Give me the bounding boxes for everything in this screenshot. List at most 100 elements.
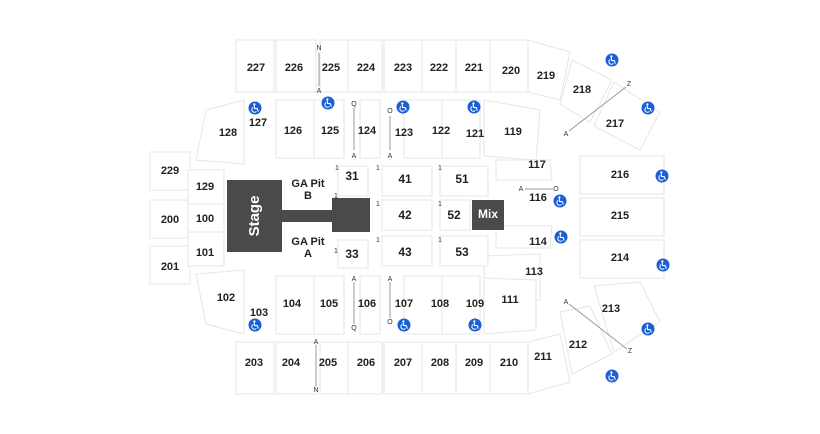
wheelchair-icon [641,322,655,336]
section-label[interactable]: 107 [395,298,413,310]
row-marker: 1 [438,201,442,208]
row-marker: 1 [376,201,380,208]
wheelchair-icon [396,100,410,114]
section-label[interactable]: 206 [357,357,375,369]
section-label[interactable]: 100 [196,213,214,225]
section-label[interactable]: 204 [282,357,301,369]
section-label[interactable]: 208 [431,357,449,369]
section-label[interactable]: 114 [529,236,548,248]
wheelchair-icon [656,258,670,272]
ga-pit-a-label-line1[interactable]: GA Pit [291,236,325,248]
section-label[interactable]: 214 [611,252,630,264]
row-marker: 1 [376,165,380,172]
section-label[interactable]: 52 [447,208,461,222]
aisle-lines [315,53,628,386]
section-label[interactable]: 207 [394,357,412,369]
section-label[interactable]: 217 [606,118,624,130]
section-label[interactable]: 229 [161,165,179,177]
section-label[interactable]: 205 [319,357,337,369]
section-label[interactable]: 216 [611,169,629,181]
section-label[interactable]: 209 [465,357,483,369]
row-marker: A [519,186,524,193]
row-marker: A [388,153,393,160]
section-label[interactable]: 225 [322,62,340,74]
section-label[interactable]: 103 [250,307,268,319]
section-label[interactable]: 106 [358,298,376,310]
wheelchair-icon [321,96,335,110]
section-label[interactable]: 201 [161,261,179,273]
row-marker: N [316,45,321,52]
row-marker: 1 [376,237,380,244]
row-marker: Q [351,101,357,108]
section-label[interactable]: 211 [534,351,552,363]
section-label[interactable]: 212 [569,339,587,351]
section-label[interactable]: 51 [455,172,469,186]
section-label[interactable]: 223 [394,62,412,74]
section-label[interactable]: 122 [432,125,450,137]
row-marker: 1 [334,193,338,200]
wheelchair-icon [605,369,619,383]
row-marker: 1 [438,165,442,172]
stage-runway [282,210,332,222]
section-label[interactable]: 102 [217,292,235,304]
section-label[interactable]: 129 [196,181,214,193]
section-label[interactable]: 31 [345,169,359,183]
ga-pits: GA Pit B GA Pit A [291,178,325,260]
row-markers: N A Q A O A Z A A O A Z A Q A O A N 1 1 … [313,45,632,394]
section-label[interactable]: 219 [537,70,555,82]
stage-block[interactable] [227,180,282,252]
section-label[interactable]: 220 [502,65,520,77]
section-label[interactable]: 126 [284,125,302,137]
wheelchair-icon [554,230,568,244]
section-labels: 227 226 225 224 223 222 221 220 219 218 … [161,62,630,369]
ga-pit-b-label-line1[interactable]: GA Pit [291,178,325,190]
row-marker: A [564,299,569,306]
section-label[interactable]: 124 [358,125,377,137]
section-label[interactable]: 111 [501,294,518,306]
section-label[interactable]: 33 [345,247,359,261]
section-label[interactable]: 41 [398,172,412,186]
section-label[interactable]: 42 [398,208,412,222]
mix-position[interactable] [472,200,504,230]
row-marker: N [313,387,318,394]
section-label[interactable]: 117 [528,159,546,171]
section-label[interactable]: 226 [285,62,303,74]
section-label[interactable]: 203 [245,357,263,369]
section-label[interactable]: 43 [398,245,412,259]
wheelchair-icon [467,100,481,114]
section-label[interactable]: 53 [455,245,469,259]
section-label[interactable]: 213 [602,303,620,315]
section-label[interactable]: 123 [395,127,413,139]
section-outlines [149,39,665,395]
section-label[interactable]: 113 [525,266,543,278]
section-label[interactable]: 105 [320,298,338,310]
row-marker: Z [628,348,633,355]
wheelchair-icon [248,318,262,332]
section-label[interactable]: 227 [247,62,265,74]
stage-label: Stage [246,196,263,237]
section-label[interactable]: 200 [161,214,179,226]
section-label[interactable]: 215 [611,210,629,222]
ga-pit-b-label-line2[interactable]: B [304,190,312,202]
section-label[interactable]: 104 [283,298,302,310]
section-label[interactable]: 119 [504,126,522,138]
row-marker: Q [351,325,357,332]
section-label[interactable]: 128 [219,127,237,139]
section-label[interactable]: 121 [466,128,484,140]
section-label[interactable]: 101 [196,247,214,259]
row-marker: A [564,131,569,138]
section-label[interactable]: 127 [249,117,267,129]
section-label[interactable]: 210 [500,357,518,369]
section-label[interactable]: 116 [529,192,547,204]
section-label[interactable]: 109 [466,298,484,310]
section-label[interactable]: 222 [430,62,448,74]
section-label[interactable]: 221 [465,62,483,74]
section-label[interactable]: 224 [357,62,376,74]
row-marker: O [387,319,393,326]
section-label[interactable]: 218 [573,84,591,96]
stage-area: Stage Mix [227,180,504,252]
wheelchair-icon [553,194,567,208]
section-label[interactable]: 125 [321,125,339,137]
section-label[interactable]: 108 [431,298,449,310]
ga-pit-a-label-line2[interactable]: A [304,248,312,260]
